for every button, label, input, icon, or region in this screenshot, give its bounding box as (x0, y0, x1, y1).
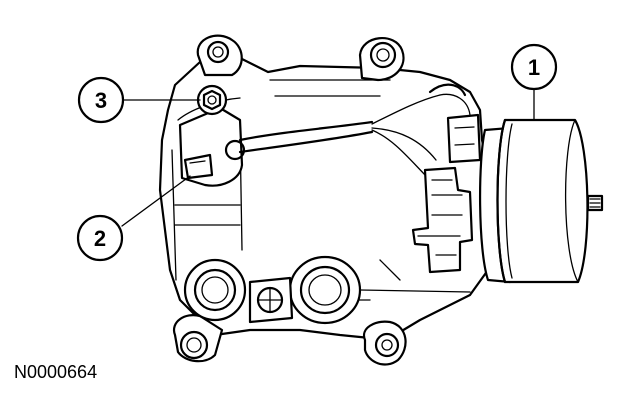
callout-label: 2 (94, 226, 106, 251)
callout-1: 1 (510, 43, 558, 91)
callout-3: 3 (77, 76, 125, 124)
callout-2: 2 (76, 214, 124, 262)
figure-id: N0000664 (14, 362, 97, 382)
leader-line-2 (121, 175, 191, 227)
sensor-assembly (178, 106, 246, 187)
callout-circle (76, 214, 124, 262)
callout-circle (510, 43, 558, 91)
sensor-bolt (196, 84, 228, 116)
callout-circle (77, 76, 125, 124)
service-ports (183, 255, 362, 325)
clutch-assembly (478, 118, 604, 284)
mounting-ears (172, 34, 407, 366)
electrical-connector (411, 113, 482, 274)
callout-leaders (121, 89, 535, 227)
callout-label: 3 (95, 88, 107, 113)
callout-label: 1 (528, 55, 540, 80)
wiring-harness (238, 83, 471, 181)
